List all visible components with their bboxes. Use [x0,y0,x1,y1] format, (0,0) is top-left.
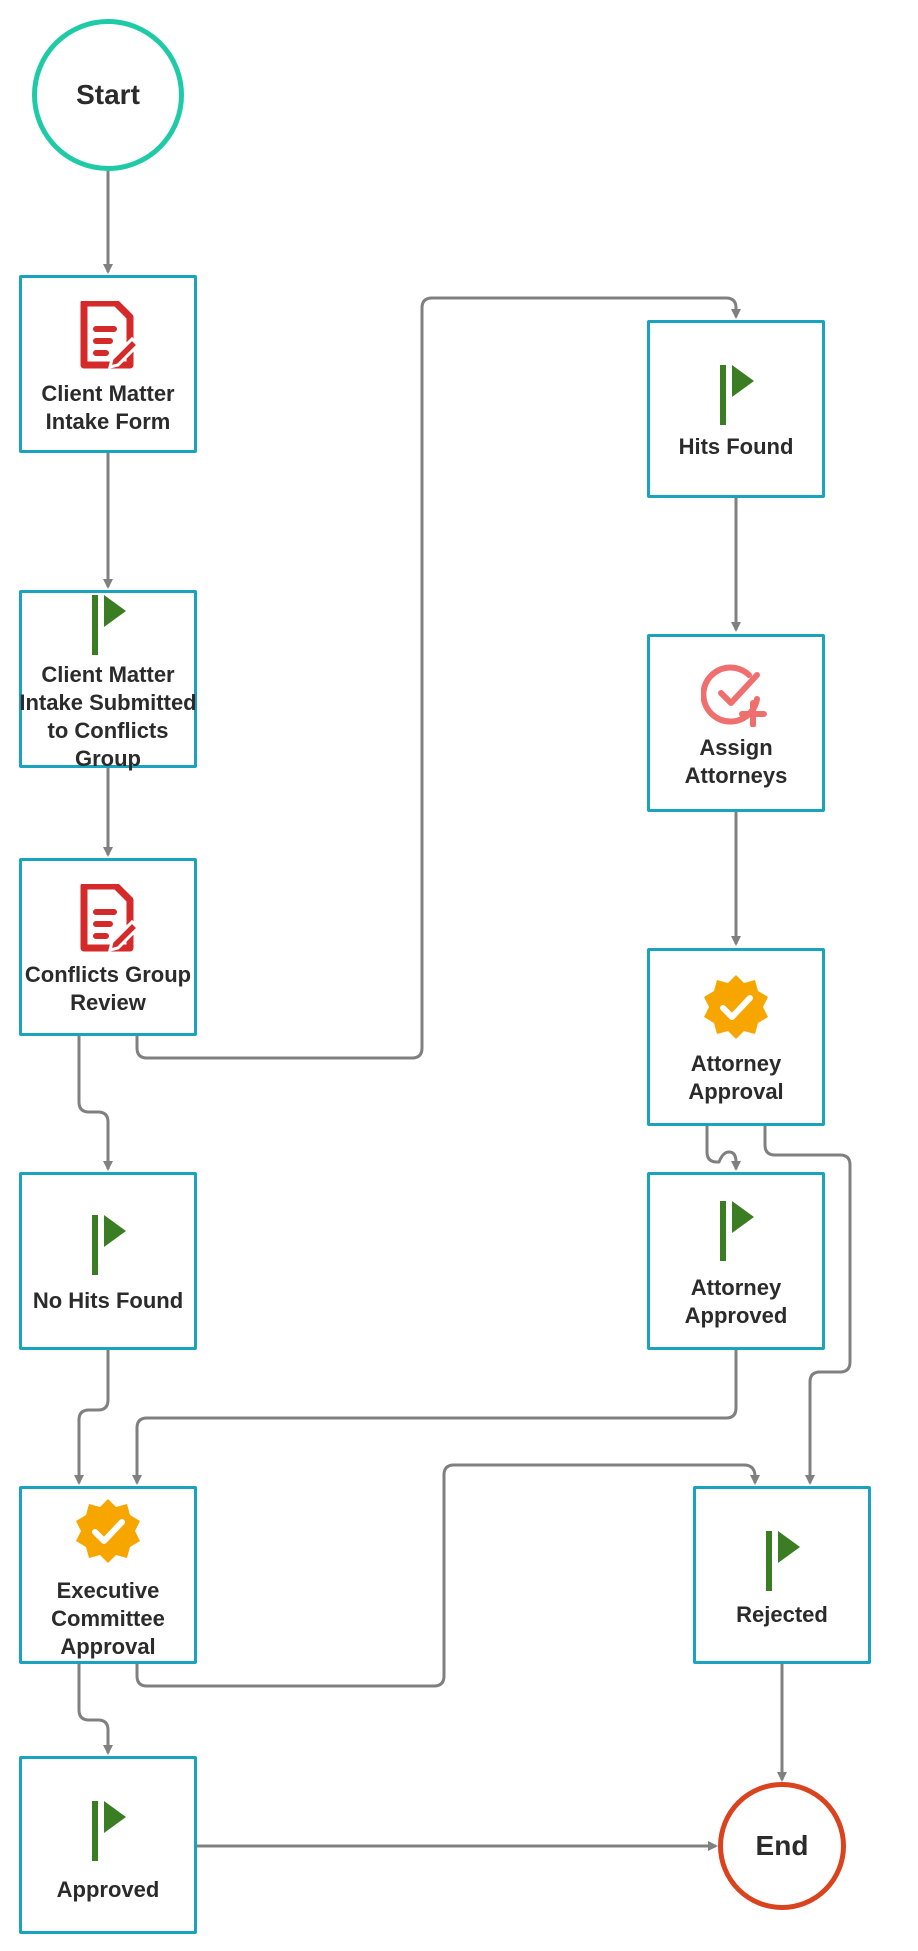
node-assign-attorneys[interactable]: Assign Attorneys [647,634,825,812]
node-client-matter-intake-form[interactable]: Client Matter Intake Form [19,275,197,453]
document-edit-icon [80,301,138,369]
node-attorney-approved[interactable]: Attorney Approved [647,1172,825,1350]
node-attorney-approval[interactable]: Attorney Approval [647,948,825,1126]
node-label: No Hits Found [32,1288,184,1313]
flag-icon [92,595,126,655]
assign-check-plus-icon [701,664,767,727]
end-label: End [755,1830,809,1861]
flag-icon [766,1531,800,1591]
node-hits-found[interactable]: Hits Found [647,320,825,498]
node-rejected[interactable]: Rejected [693,1486,871,1664]
connector-no-hits-to-exec-approval [74,1349,110,1485]
connector-exec-approval-to-approved [77,1663,113,1755]
node-conflicts-group-review[interactable]: Conflicts Group Review [19,858,197,1036]
start-label: Start [76,79,140,110]
approval-badge-icon [76,1499,140,1563]
approval-badge-icon [704,975,768,1039]
end-node[interactable]: End [718,1782,846,1910]
node-intake-submitted-to-conflicts-group[interactable]: Client Matter Intake Submitted to Confli… [19,590,197,771]
flag-icon [720,365,754,425]
connector-atty-approved-to-exec-approval [132,1349,738,1485]
node-no-hits-found[interactable]: No Hits Found [19,1172,197,1350]
node-label: Attorney Approved [684,1275,788,1328]
node-executive-committee-approval[interactable]: Executive Committee Approval [19,1486,197,1664]
connector-review-to-hits [135,296,741,1060]
node-label: Assign Attorneys [684,735,788,788]
connector-atty-approval-to-atty-approved [705,1125,741,1171]
flag-icon [92,1215,126,1275]
connector-review-to-no-hits [77,1035,113,1171]
node-label: Client Matter Intake Form [41,381,175,434]
flag-icon [720,1201,754,1261]
node-label: Rejected [736,1602,828,1627]
start-node[interactable]: Start [32,19,184,171]
node-label: Client Matter Intake Submitted to Confli… [19,662,197,771]
node-label: Hits Found [678,434,794,459]
node-label: Conflicts Group Review [24,962,192,1015]
connector-exec-approval-to-rejected [135,1463,760,1688]
flag-icon [92,1801,126,1861]
node-approved[interactable]: Approved [19,1756,197,1934]
document-edit-icon [80,884,138,952]
node-label: Attorney Approval [688,1051,784,1104]
connector-atty-approval-to-rejected [763,1125,852,1485]
node-label: Executive Committee Approval [51,1578,165,1659]
node-label: Approved [56,1877,160,1902]
